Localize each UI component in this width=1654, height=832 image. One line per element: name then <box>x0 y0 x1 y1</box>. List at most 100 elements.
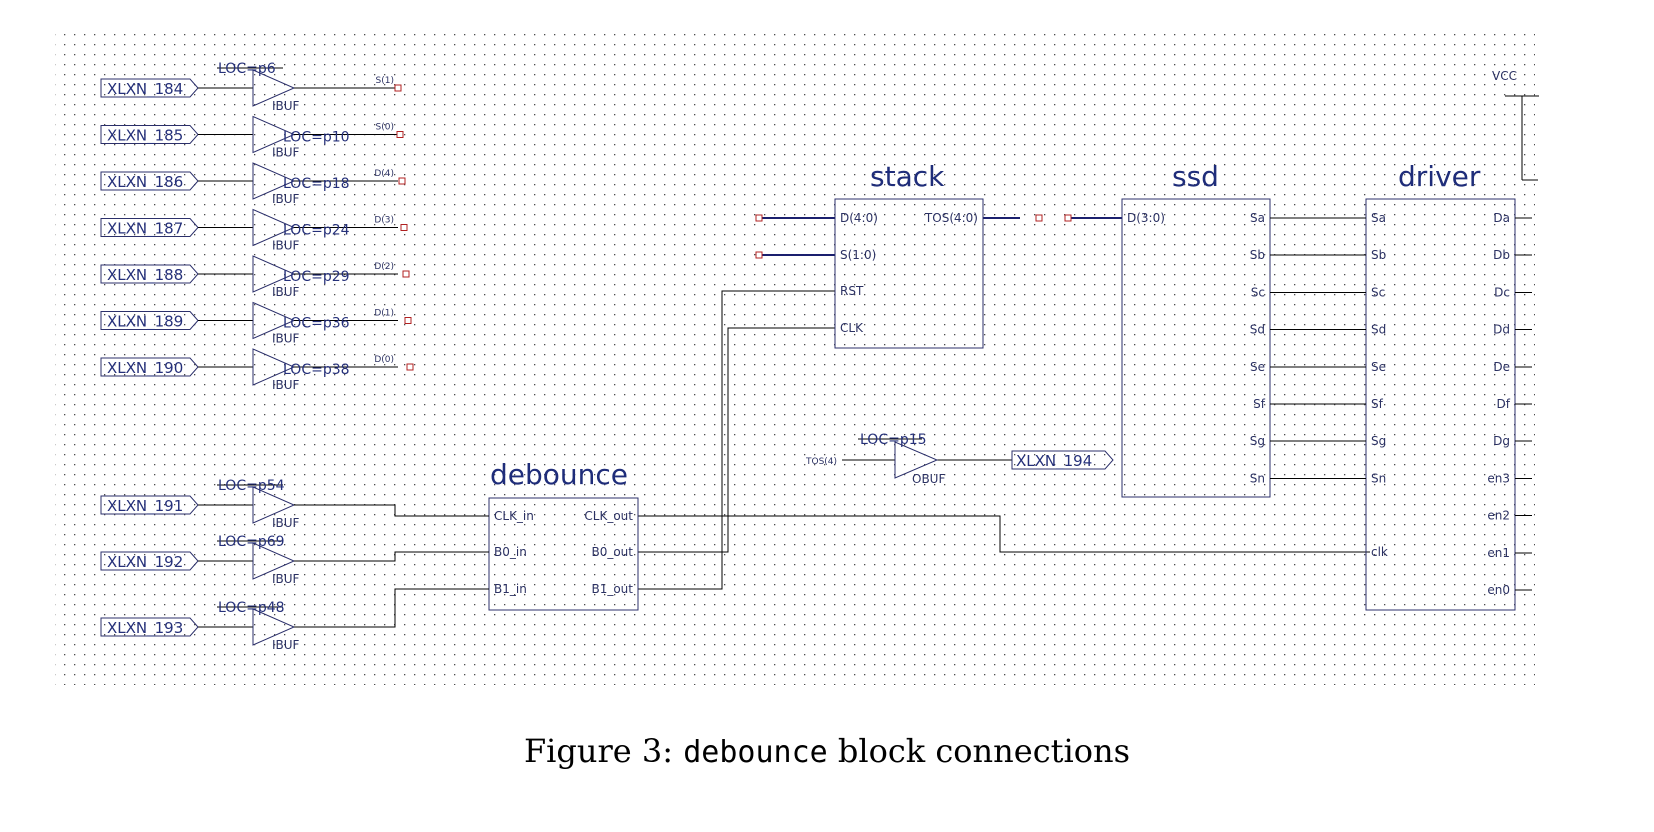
loc-label: LOC=p24 <box>283 223 350 239</box>
vcc-label: VCC <box>1492 69 1517 83</box>
net-label: D(3) <box>374 216 394 226</box>
loc-label: LOC=p38 <box>283 362 350 378</box>
figure-caption: Figure 3: debounce block connections <box>0 732 1654 770</box>
driver-title: driver <box>1398 160 1481 193</box>
loc-label: LOC=p36 <box>283 316 350 332</box>
ssd-pin-out: Sa <box>1250 211 1265 225</box>
input-port[interactable] <box>100 617 199 637</box>
driver-pin-out: Db <box>1493 248 1510 262</box>
ibuf-label: IBUF <box>272 638 300 652</box>
ibuf-label: IBUF <box>272 516 300 530</box>
driver-pin-in: Sg <box>1371 434 1386 448</box>
loc-label: LOC=p18 <box>283 176 350 192</box>
ibuf-triangle <box>252 542 296 580</box>
ibuf-triangle <box>252 608 296 646</box>
driver-pins: SaSbScSdSeSfSgSnDaDbDcDdDeDfDgen3en2en1e… <box>1371 211 1532 597</box>
ssd-block[interactable] <box>1121 198 1271 498</box>
ssd-pin-out: Sb <box>1250 248 1265 262</box>
driver-pin-in: Sb <box>1371 248 1386 262</box>
input-port[interactable] <box>100 218 199 237</box>
stack-block[interactable] <box>834 198 984 349</box>
net-label: D(1) <box>374 309 394 319</box>
stack-pin-s: S(1:0) <box>840 248 876 262</box>
obuf-triangle <box>894 441 939 479</box>
input-port-label: XLXN_190 <box>107 359 183 378</box>
driver-pin-in: Sa <box>1371 211 1386 225</box>
loc-label: LOC=p54 <box>218 478 285 494</box>
loc-label: LOC=p69 <box>218 534 285 550</box>
stack-pin-clk: CLK <box>840 321 864 335</box>
ibuf-label: IBUF <box>272 332 300 346</box>
stack-pin-tos: TOS(4:0) <box>924 211 978 225</box>
loc-label: LOC=p48 <box>218 600 285 616</box>
ssd-pin-out: Se <box>1250 360 1265 374</box>
net-label: D(0) <box>374 355 394 365</box>
ibuf-label: IBUF <box>272 239 300 253</box>
input-port-label: XLXN_184 <box>107 80 183 99</box>
driver-pin-out: Da <box>1493 211 1510 225</box>
driver-pin-out: Dd <box>1493 323 1510 337</box>
loc-label: LOC=p6 <box>218 61 276 77</box>
input-port-label: XLXN_189 <box>107 313 183 332</box>
ssd-pin-out: Sn <box>1250 471 1265 485</box>
debounce-pins: CLK_in B0_in B1_in CLK_out B0_out B1_out <box>494 509 633 596</box>
driver-pin-out: Dc <box>1494 285 1510 299</box>
input-port[interactable] <box>100 171 199 191</box>
input-port-label: XLXN_188 <box>107 266 183 285</box>
ibuf-triangle <box>252 162 296 200</box>
ibuf-triangle <box>252 208 296 247</box>
loc-label: LOC=p10 <box>283 130 350 146</box>
net-label: D(2) <box>374 262 394 272</box>
bus-markers <box>755 214 1072 259</box>
input-port[interactable] <box>100 264 199 284</box>
input-port[interactable] <box>100 357 199 377</box>
input-port[interactable] <box>100 125 199 144</box>
input-port-label: XLXN_192 <box>107 553 183 572</box>
driver-pin-out: De <box>1493 360 1510 374</box>
input-port-label: XLXN_185 <box>107 127 183 146</box>
debounce-pin-b0-out: B0_out <box>591 545 633 559</box>
stack-pin-d: D(4:0) <box>840 211 878 225</box>
loc-label: LOC=p29 <box>283 269 350 285</box>
ibuf-label: IBUF <box>272 99 300 113</box>
driver-pin-out: en3 <box>1487 471 1510 485</box>
driver-pin-out: en1 <box>1487 546 1510 560</box>
input-port[interactable] <box>100 495 199 515</box>
debounce-block[interactable] <box>488 497 639 611</box>
ssd-pin-d: D(3:0) <box>1127 211 1165 225</box>
ssd-pin-out: Sf <box>1253 397 1266 411</box>
output-port-xlxn-194 <box>1011 450 1114 470</box>
stack-pins: D(4:0) S(1:0) RST CLK TOS(4:0) <box>840 211 978 335</box>
input-port-label: XLXN_191 <box>107 497 183 516</box>
input-port[interactable] <box>100 78 199 98</box>
ssd-pin-out: Sd <box>1250 323 1265 337</box>
caption-prefix: Figure 3: <box>523 732 684 770</box>
driver-pin-in: Se <box>1371 360 1386 374</box>
input-port[interactable] <box>100 311 199 330</box>
net-label: D(4) <box>374 169 394 179</box>
output-port-xlxn-194-label: XLXN_194 <box>1016 452 1092 471</box>
net-wires <box>638 95 1539 590</box>
schematic-diagram: debounce stack ssd driver CLK_in B0_in B… <box>55 30 1539 685</box>
driver-pin-in: Sf <box>1371 397 1384 411</box>
ibuf-triangle <box>252 486 296 524</box>
driver-pin-out: en0 <box>1487 583 1510 597</box>
ibuf-triangle <box>252 115 296 154</box>
ibuf-triangle <box>252 255 296 293</box>
ibuf-label: IBUF <box>272 192 300 206</box>
input-port[interactable] <box>100 551 199 571</box>
obuf-loc: LOC=p15 <box>860 432 927 448</box>
ssd-title: ssd <box>1172 160 1219 193</box>
obuf-label: OBUF <box>912 472 945 486</box>
stack-title: stack <box>870 160 945 193</box>
debounce-pin-b1-in: B1_in <box>494 582 527 596</box>
ibuf-triangle <box>252 301 296 340</box>
